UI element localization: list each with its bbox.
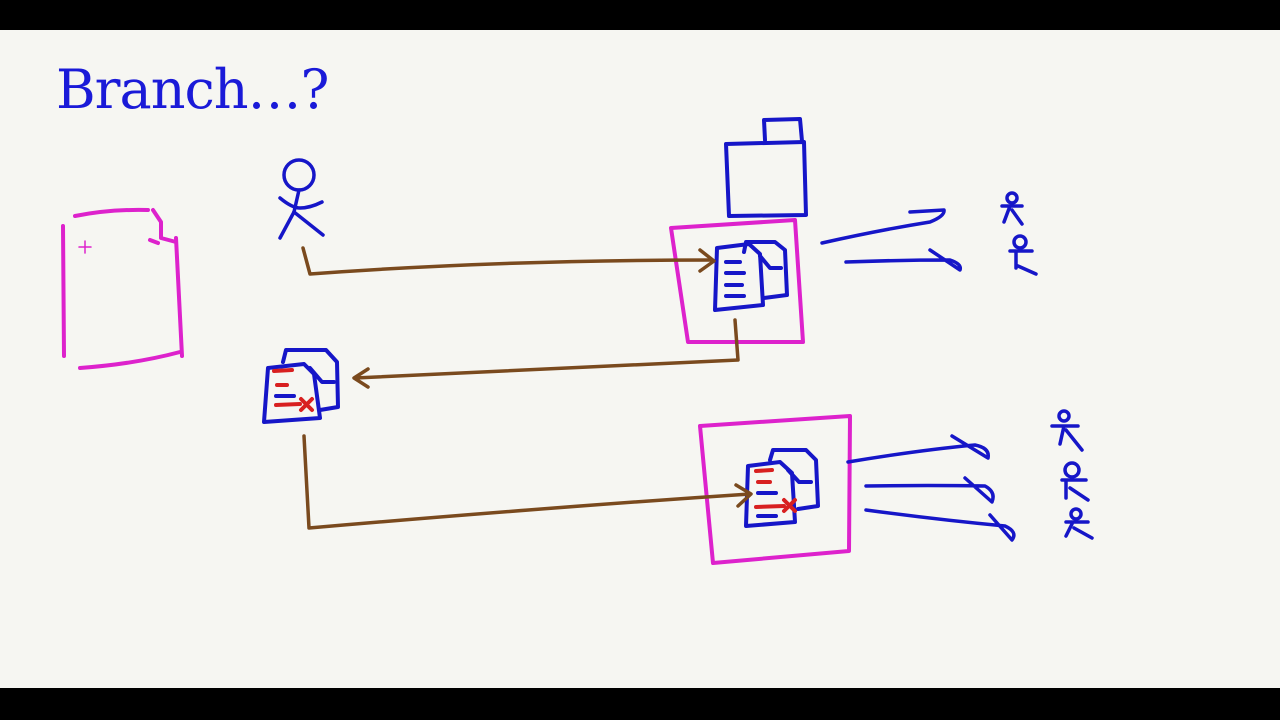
merge-arrowhead bbox=[734, 483, 753, 508]
modified-document-stack-icon bbox=[262, 348, 340, 424]
whiteboard-canvas: Branch…? bbox=[0, 30, 1280, 688]
flow-arrows bbox=[301, 246, 753, 530]
branch-diagram bbox=[61, 117, 1094, 565]
blank-document-icon bbox=[61, 207, 184, 370]
folder-icon bbox=[724, 117, 808, 218]
checkout-arrow bbox=[353, 318, 740, 380]
user-group-bottom bbox=[1050, 409, 1094, 540]
checkout-arrowhead bbox=[352, 367, 370, 389]
user-group-top bbox=[1000, 191, 1038, 276]
commit-arrowhead bbox=[698, 248, 716, 273]
user-figure-icon bbox=[1050, 409, 1084, 452]
user-figure-icon bbox=[1060, 461, 1090, 502]
commit-arrow bbox=[301, 246, 714, 276]
stick-figure-icon bbox=[278, 158, 325, 240]
modified-document-stack-icon bbox=[744, 448, 820, 528]
main-branch-box bbox=[669, 218, 805, 344]
distribution-arrows-bottom bbox=[846, 434, 1016, 542]
document-stack-icon bbox=[713, 240, 789, 312]
slide-title: Branch…? bbox=[56, 58, 329, 121]
user-figure-icon bbox=[1008, 234, 1038, 276]
merge-arrow bbox=[302, 434, 752, 530]
user-figure-icon bbox=[1000, 191, 1024, 226]
distribution-arrows-top bbox=[820, 208, 963, 272]
feature-branch-box bbox=[698, 414, 852, 565]
user-figure-icon bbox=[1064, 507, 1094, 540]
